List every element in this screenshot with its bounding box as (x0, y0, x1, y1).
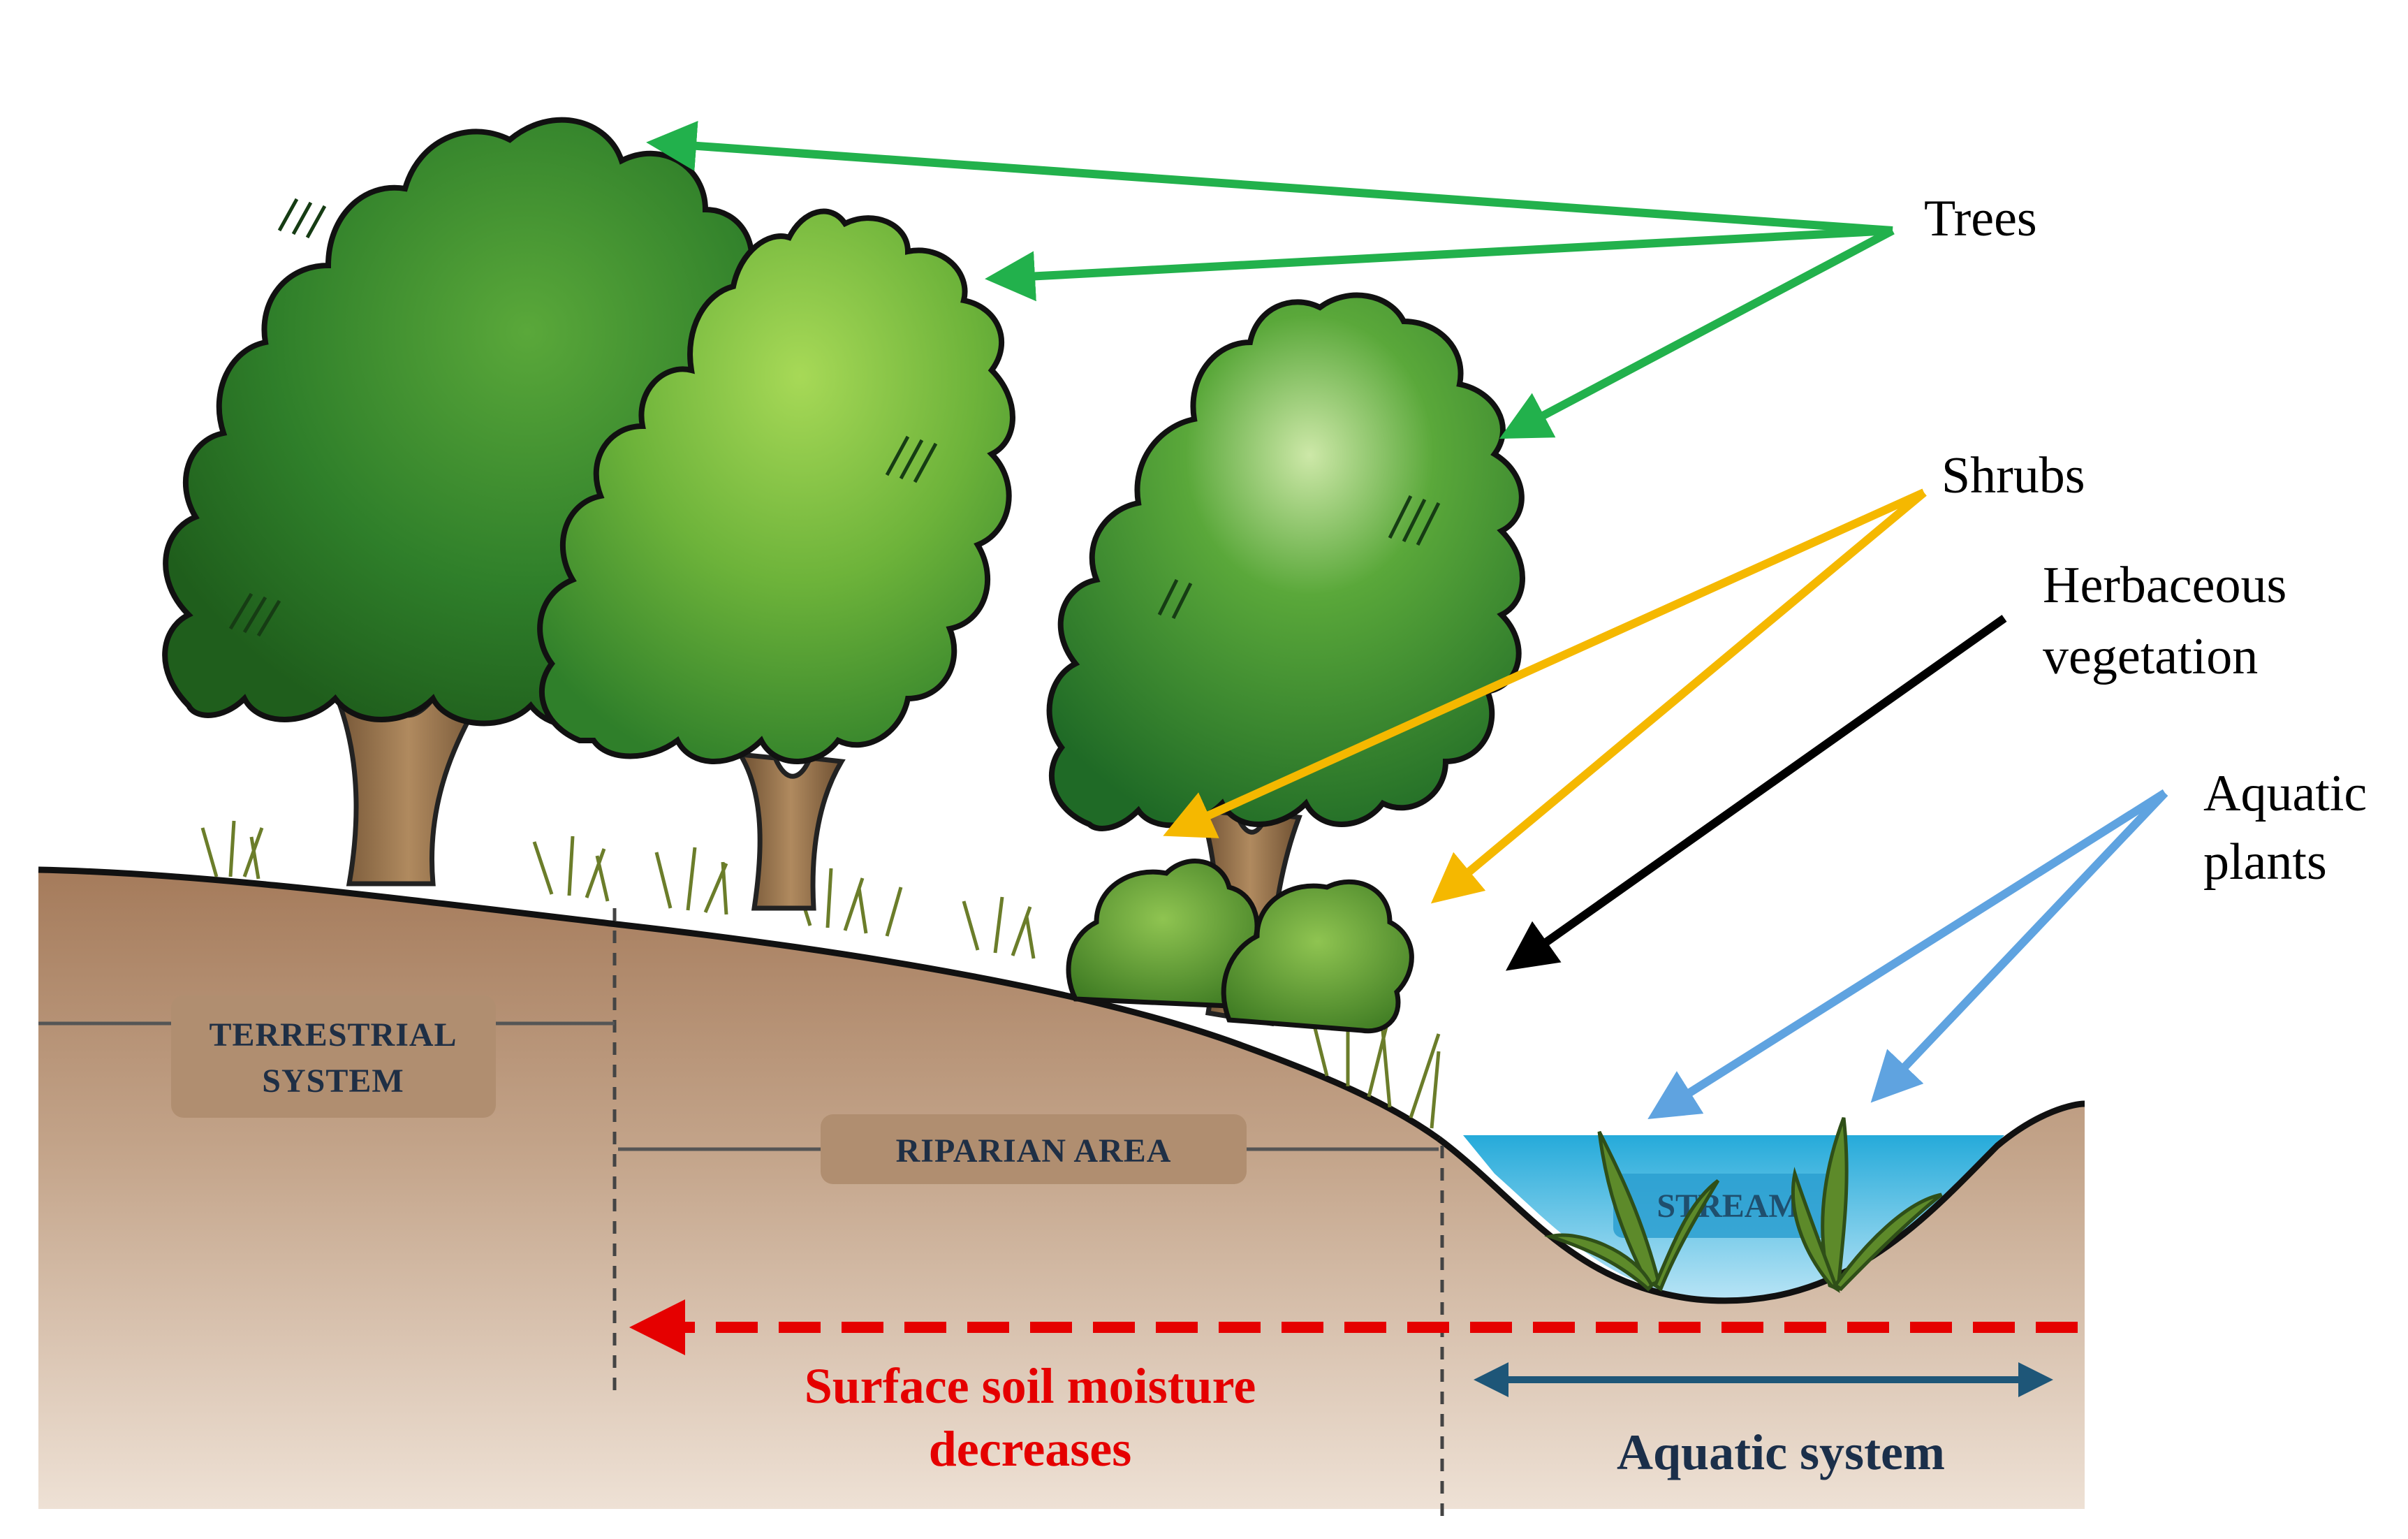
herbaceous-label-line1: Herbaceous (2043, 557, 2286, 614)
ground-surface-line (38, 866, 1441, 1142)
tree2-trunk (735, 751, 846, 911)
soil-moisture-label-line1: Surface soil moisture (805, 1358, 1256, 1414)
tree2-crown (537, 208, 1015, 764)
aquatic-system-label: Aquatic system (1617, 1424, 1945, 1480)
shrub-2 (1221, 879, 1414, 1034)
aquatic-plants-arrows (1647, 789, 2168, 1119)
shrubs-label: Shrubs (1941, 447, 2085, 504)
stream-label-box (1613, 1174, 1844, 1238)
aquatic-plants-label-line2: plants (2203, 833, 2327, 891)
shrubs-arrows (1163, 488, 1927, 904)
trees-arrows (646, 120, 1895, 439)
trees-label: Trees (1924, 190, 2037, 247)
riparian-label: RIPARIAN AREA (896, 1132, 1172, 1169)
stream-bed-line (1437, 1100, 2085, 1304)
herbaceous-label-line2: vegetation (2043, 628, 2258, 685)
stream-label: STREAM (1657, 1188, 1800, 1225)
leaf-hatching (228, 198, 1441, 637)
herbaceous-arrow (1506, 615, 2007, 971)
aquatic-plants-label-line1: Aquatic (2203, 765, 2367, 822)
terrestrial-label-line2: SYSTEM (262, 1063, 404, 1100)
terrestrial-label-line1: TERRESTRIAL (209, 1016, 457, 1053)
riparian-label-box (821, 1114, 1247, 1184)
soil-moisture-label-line2: decreases (929, 1421, 1132, 1477)
terrestrial-label-box (171, 995, 496, 1118)
tree3-crown (1046, 292, 1525, 831)
aquatic-plant-left (1544, 1130, 1720, 1292)
aquatic-plant-right (1791, 1117, 1943, 1293)
soil-ground (38, 870, 2085, 1509)
